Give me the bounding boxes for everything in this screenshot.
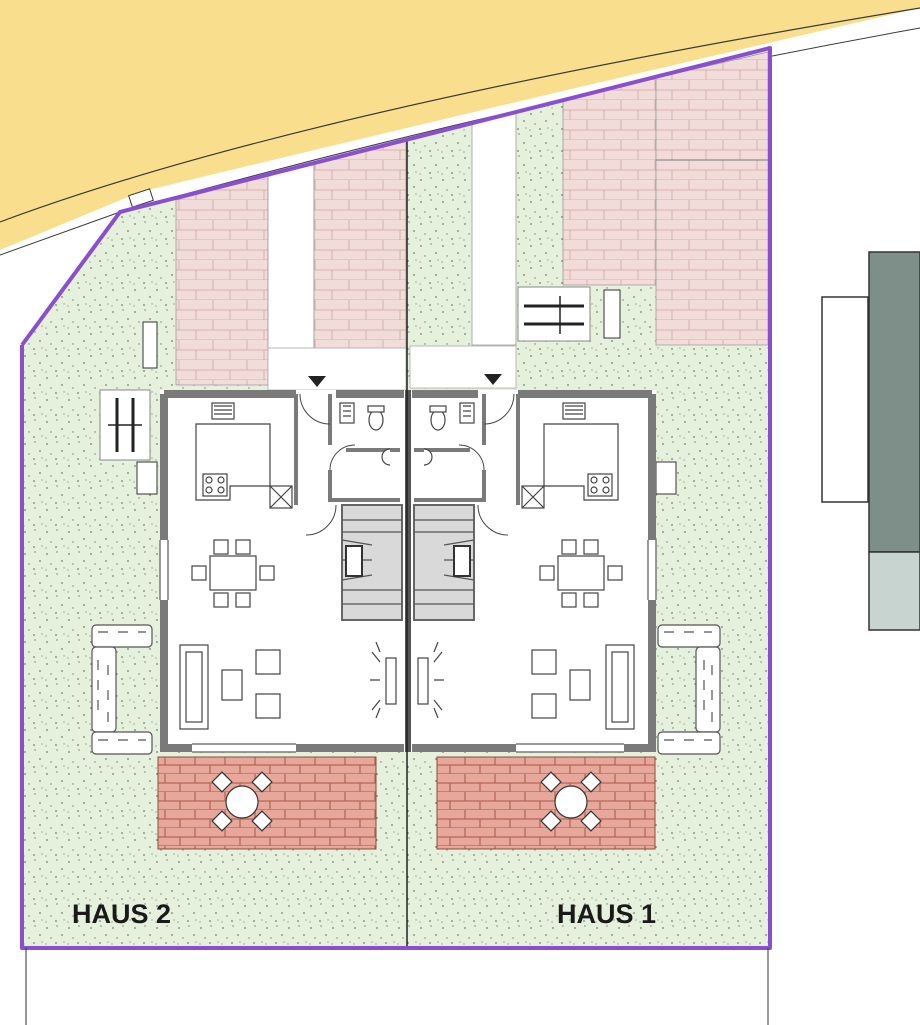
garden-wall-haus-1 [657, 624, 721, 755]
stair-icon [413, 504, 475, 621]
walkway-haus-1 [471, 111, 517, 346]
neighbor-building [868, 251, 920, 553]
sofa-icon [531, 644, 635, 730]
entrance-haus-1 [409, 345, 517, 389]
neighbor-building-annex [868, 551, 920, 631]
mailbox [128, 188, 154, 208]
garden-wall-haus-2 [91, 624, 153, 755]
stove-icon [202, 473, 228, 497]
street [0, 0, 920, 250]
waste-bin [142, 321, 158, 369]
stair-icon [341, 504, 403, 621]
waste-bin [603, 289, 621, 339]
fireplace [370, 641, 444, 719]
sink-icon [381, 448, 433, 466]
walls [160, 390, 656, 752]
street-edge-line [0, 7, 920, 223]
house-label-haus-1: HAUS 1 [557, 899, 656, 929]
plot-border [20, 46, 772, 950]
entrance-haus-2 [267, 347, 407, 391]
neighbor-shed [821, 296, 869, 503]
dining-table-icon [191, 539, 275, 608]
kitchen-haus-2 [195, 402, 293, 509]
dining-table-icon [539, 539, 623, 608]
driveway-haus-1-right [655, 51, 769, 346]
terrace-haus-2 [157, 756, 377, 850]
toilet-icon [429, 402, 475, 431]
kitchen-haus-1 [521, 402, 619, 509]
driveway-haus-2-right [313, 139, 407, 351]
bicycle-icon [99, 389, 151, 461]
driveway-haus-1-left [562, 77, 657, 286]
patio-table [540, 771, 602, 832]
stove-icon [587, 473, 613, 497]
walkway-haus-2 [267, 163, 315, 351]
bicycle-icon [517, 286, 591, 342]
door-arrow-icon [308, 376, 326, 387]
driveway-haus-2-left [175, 175, 269, 386]
toilet-icon [339, 402, 385, 431]
waste-bin [136, 461, 158, 495]
terrace-haus-1 [436, 756, 656, 850]
patio-table [211, 771, 273, 832]
house-label-haus-2: HAUS 2 [72, 899, 171, 929]
waste-bin [655, 461, 677, 495]
sofa-icon [179, 644, 281, 730]
door-arrow-icon [484, 374, 502, 385]
